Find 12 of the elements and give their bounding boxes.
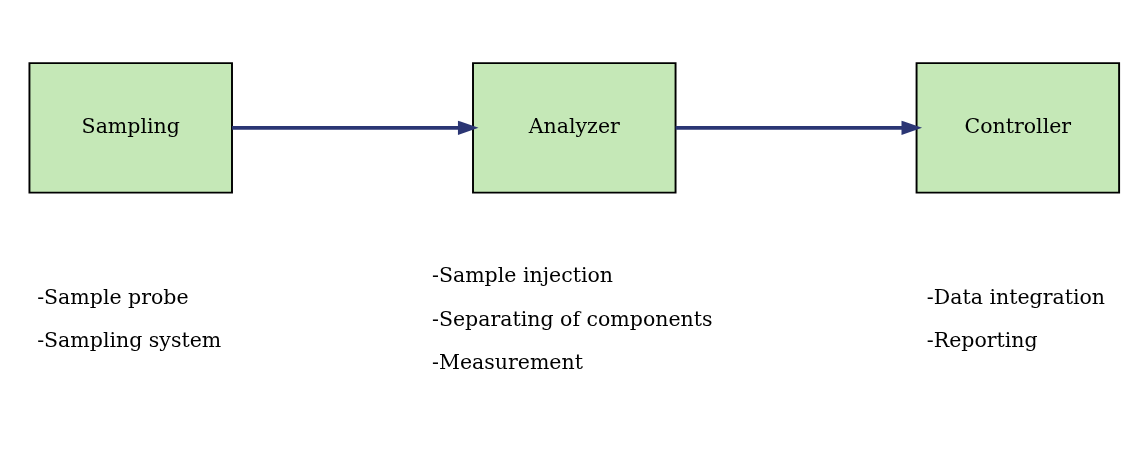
node-label: -Separating of components	[431, 306, 713, 331]
node-label: -Sample probe	[37, 284, 189, 309]
node-box: Controller	[915, 61, 1121, 194]
node-box: Analyzer	[472, 61, 677, 194]
node-box: Sampling	[28, 61, 233, 194]
node-label: -Sample injection	[431, 262, 614, 287]
node-label: -Reporting	[926, 327, 1038, 352]
node-label: -Measurement	[431, 349, 583, 374]
node-label: -Data integration	[926, 284, 1106, 309]
arrow	[232, 120, 479, 135]
node-label: -Sampling system	[37, 327, 222, 352]
arrow	[675, 120, 923, 135]
